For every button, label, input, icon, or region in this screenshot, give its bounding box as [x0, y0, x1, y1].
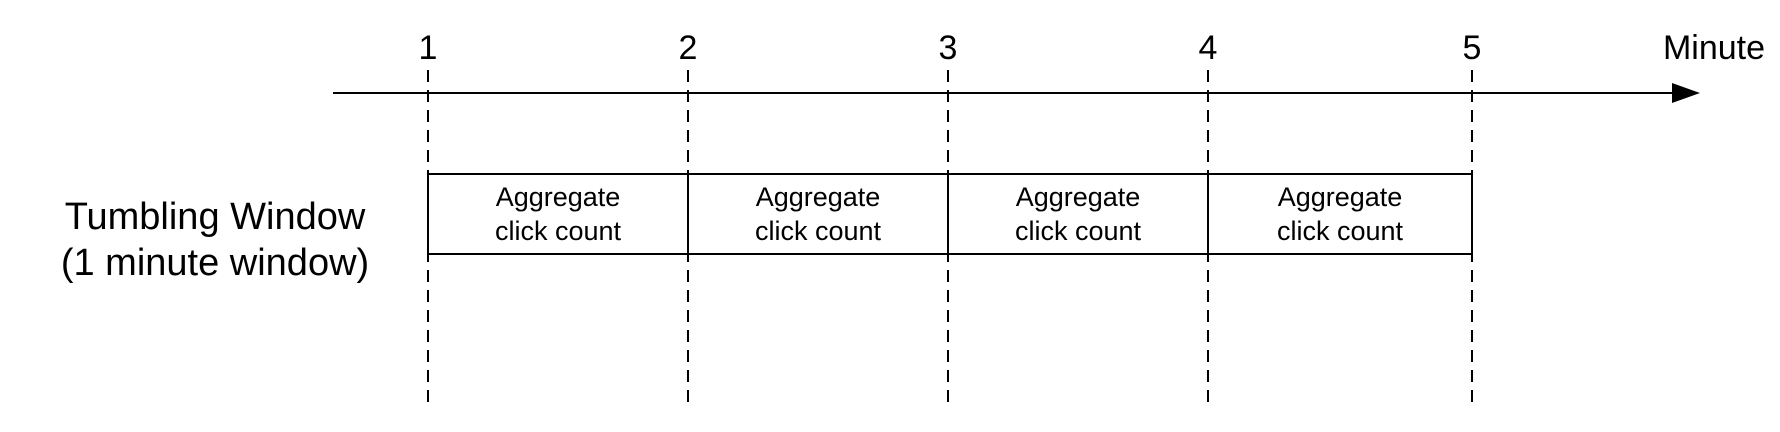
window-text-line2: click count [494, 216, 622, 246]
row-label-line1: Tumbling Window [64, 196, 366, 238]
window-box-3: Aggregate click count [948, 174, 1208, 254]
window-box-4: Aggregate click count [1208, 174, 1472, 254]
window-text-line2: click count [754, 216, 882, 246]
row-label: Tumbling Window (1 minute window) [40, 194, 390, 286]
time-axis-arrowhead [1672, 83, 1700, 103]
row-label-line2: (1 minute window) [60, 242, 370, 284]
window-box-outline-1 [427, 173, 689, 255]
tick-label-3: 3 [938, 29, 958, 67]
window-text-line1: Aggregate [1277, 182, 1403, 212]
window-box-2: Aggregate click count [688, 174, 948, 254]
window-text-line1: Aggregate [1015, 182, 1141, 212]
window-box-outline-2 [687, 173, 949, 255]
axis-label-minute: Minute [1662, 29, 1765, 67]
tick-label-4: 4 [1198, 29, 1218, 67]
window-text-line1: Aggregate [755, 182, 881, 212]
window-text-line1: Aggregate [495, 182, 621, 212]
tick-label-1: 1 [418, 29, 438, 67]
window-box-1: Aggregate click count [428, 174, 688, 254]
window-text-line2: click count [1276, 216, 1404, 246]
tick-label-5: 5 [1462, 29, 1482, 67]
tick-label-2: 2 [678, 29, 698, 67]
window-box-outline-4 [1207, 173, 1473, 255]
window-text-line2: click count [1014, 216, 1142, 246]
